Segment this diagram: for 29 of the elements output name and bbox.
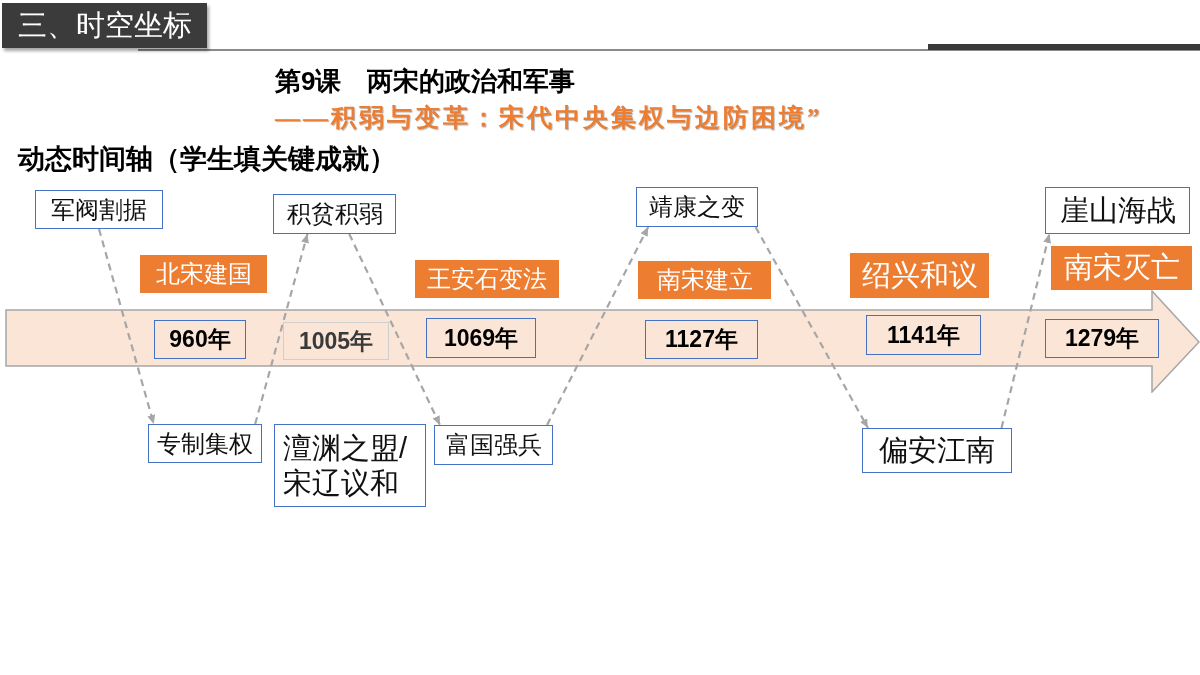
subtitle: ——积弱与变革：宋代中央集权与边防困境” — [275, 103, 823, 133]
keyword-box: 崖山海战 — [1045, 187, 1190, 234]
lesson-title: 第9课 两宋的政治和军事 — [275, 66, 576, 98]
dashed-arrow — [1000, 233, 1052, 429]
year-box: 960年 — [154, 320, 246, 359]
event-tag: 王安石变法 — [415, 260, 559, 298]
keyword-box: 富国强兵 — [434, 425, 553, 465]
event-tag: 北宋建国 — [140, 255, 267, 293]
year-box: 1069年 — [426, 318, 536, 358]
keyword-box: 专制集权 — [148, 424, 262, 463]
event-tag: 南宋灭亡 — [1051, 246, 1192, 290]
dashed-arrow — [254, 233, 309, 425]
keyword-box: 积贫积弱 — [273, 194, 396, 234]
keyword-box: 偏安江南 — [862, 428, 1012, 473]
keyword-box: 军阀割据 — [35, 190, 163, 229]
dashed-arrow — [348, 233, 441, 426]
keyword-box: 澶渊之盟/宋辽议和 — [274, 424, 426, 507]
year-box: 1279年 — [1045, 319, 1159, 358]
section-tab: 三、时空坐标 — [2, 3, 207, 48]
year-box: 1005年 — [283, 322, 389, 360]
event-tag: 南宋建立 — [638, 261, 771, 299]
event-tag: 绍兴和议 — [850, 253, 989, 298]
dashed-arrow — [97, 228, 156, 425]
year-box: 1127年 — [645, 320, 758, 359]
keyword-box: 靖康之变 — [636, 187, 758, 227]
section-heading: 动态时间轴（学生填关键成就） — [18, 143, 396, 176]
year-box: 1141年 — [866, 315, 981, 355]
dashed-arrow — [546, 226, 650, 426]
dashed-arrow — [754, 226, 869, 429]
